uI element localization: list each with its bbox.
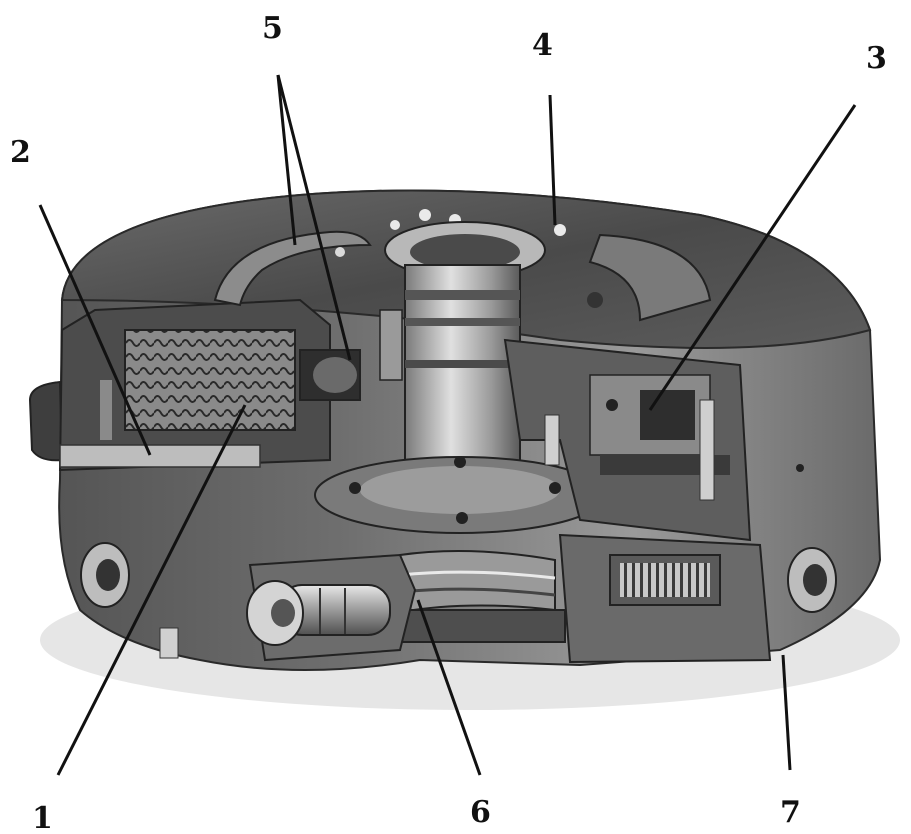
label-1: 1 bbox=[32, 801, 53, 834]
side-ports bbox=[80, 464, 837, 659]
label-2: 2 bbox=[10, 135, 31, 170]
leader-5a bbox=[276, 74, 297, 246]
label-7: 7 bbox=[780, 795, 801, 830]
label-4: 4 bbox=[532, 28, 553, 63]
label-6: 6 bbox=[470, 795, 491, 830]
base-flange bbox=[314, 456, 606, 534]
base-plate bbox=[59, 444, 261, 468]
leader-1 bbox=[56, 404, 247, 776]
label-5: 5 bbox=[262, 11, 283, 46]
leader-7 bbox=[781, 654, 792, 771]
callout-labels: 5 4 3 2 1 6 7 bbox=[10, 11, 887, 834]
spring-pocket bbox=[558, 533, 772, 664]
sensor-cavity bbox=[503, 338, 752, 542]
leader-lines bbox=[38, 74, 857, 776]
leader-2 bbox=[38, 204, 152, 456]
compression-spring bbox=[620, 563, 710, 597]
top-ring bbox=[213, 209, 712, 322]
roller-assembly bbox=[246, 553, 417, 662]
armature-disc bbox=[394, 550, 566, 643]
coil-cavity bbox=[58, 298, 361, 472]
leader-6 bbox=[416, 599, 482, 776]
leader-3 bbox=[648, 104, 857, 411]
coil-winding bbox=[124, 329, 296, 431]
leader-4 bbox=[548, 94, 557, 226]
leader-5b bbox=[276, 74, 352, 361]
label-3: 3 bbox=[866, 41, 887, 76]
